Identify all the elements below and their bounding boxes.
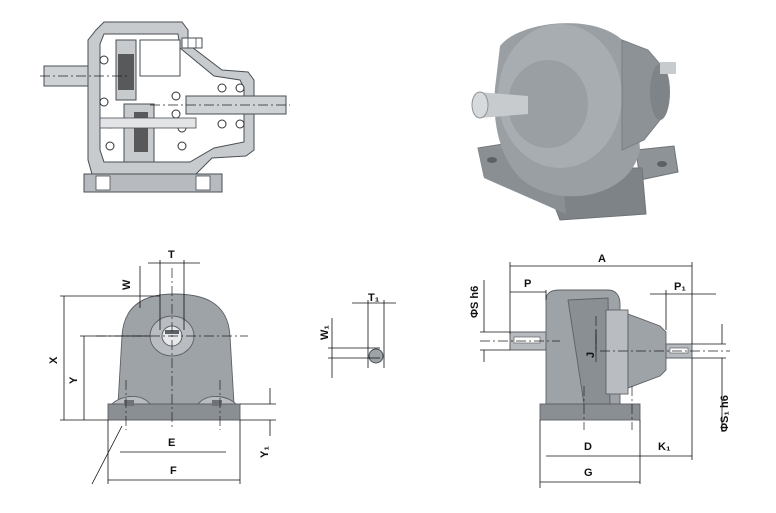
label-F: F [170, 465, 177, 477]
isometric-render [471, 23, 679, 221]
side-view: A P P₁ ΦS h6 ΦS₁ h6 J D K₁ G [469, 253, 731, 488]
label-P: P [524, 278, 531, 290]
front-view: T W X Y E F Y₁ [48, 249, 276, 485]
label-T: T [168, 249, 175, 261]
label-G: G [584, 467, 593, 479]
label-W1: W₁ [319, 325, 331, 340]
label-S: ΦS h6 [469, 286, 481, 318]
label-A: A [598, 253, 606, 265]
label-W: W [121, 279, 133, 290]
label-E: E [168, 437, 175, 449]
label-Y: Y [68, 376, 80, 384]
label-X: X [48, 356, 60, 364]
label-S1: ΦS₁ h6 [719, 395, 731, 432]
label-K1: K₁ [658, 441, 671, 453]
label-P1: P₁ [674, 281, 686, 293]
cross-section-view [40, 21, 290, 193]
label-T1: T₁ [368, 292, 380, 304]
label-Y1: Y₁ [259, 446, 271, 458]
label-D: D [584, 441, 592, 453]
label-J: J [585, 352, 597, 358]
key-detail: T₁ W₁ [319, 292, 396, 378]
